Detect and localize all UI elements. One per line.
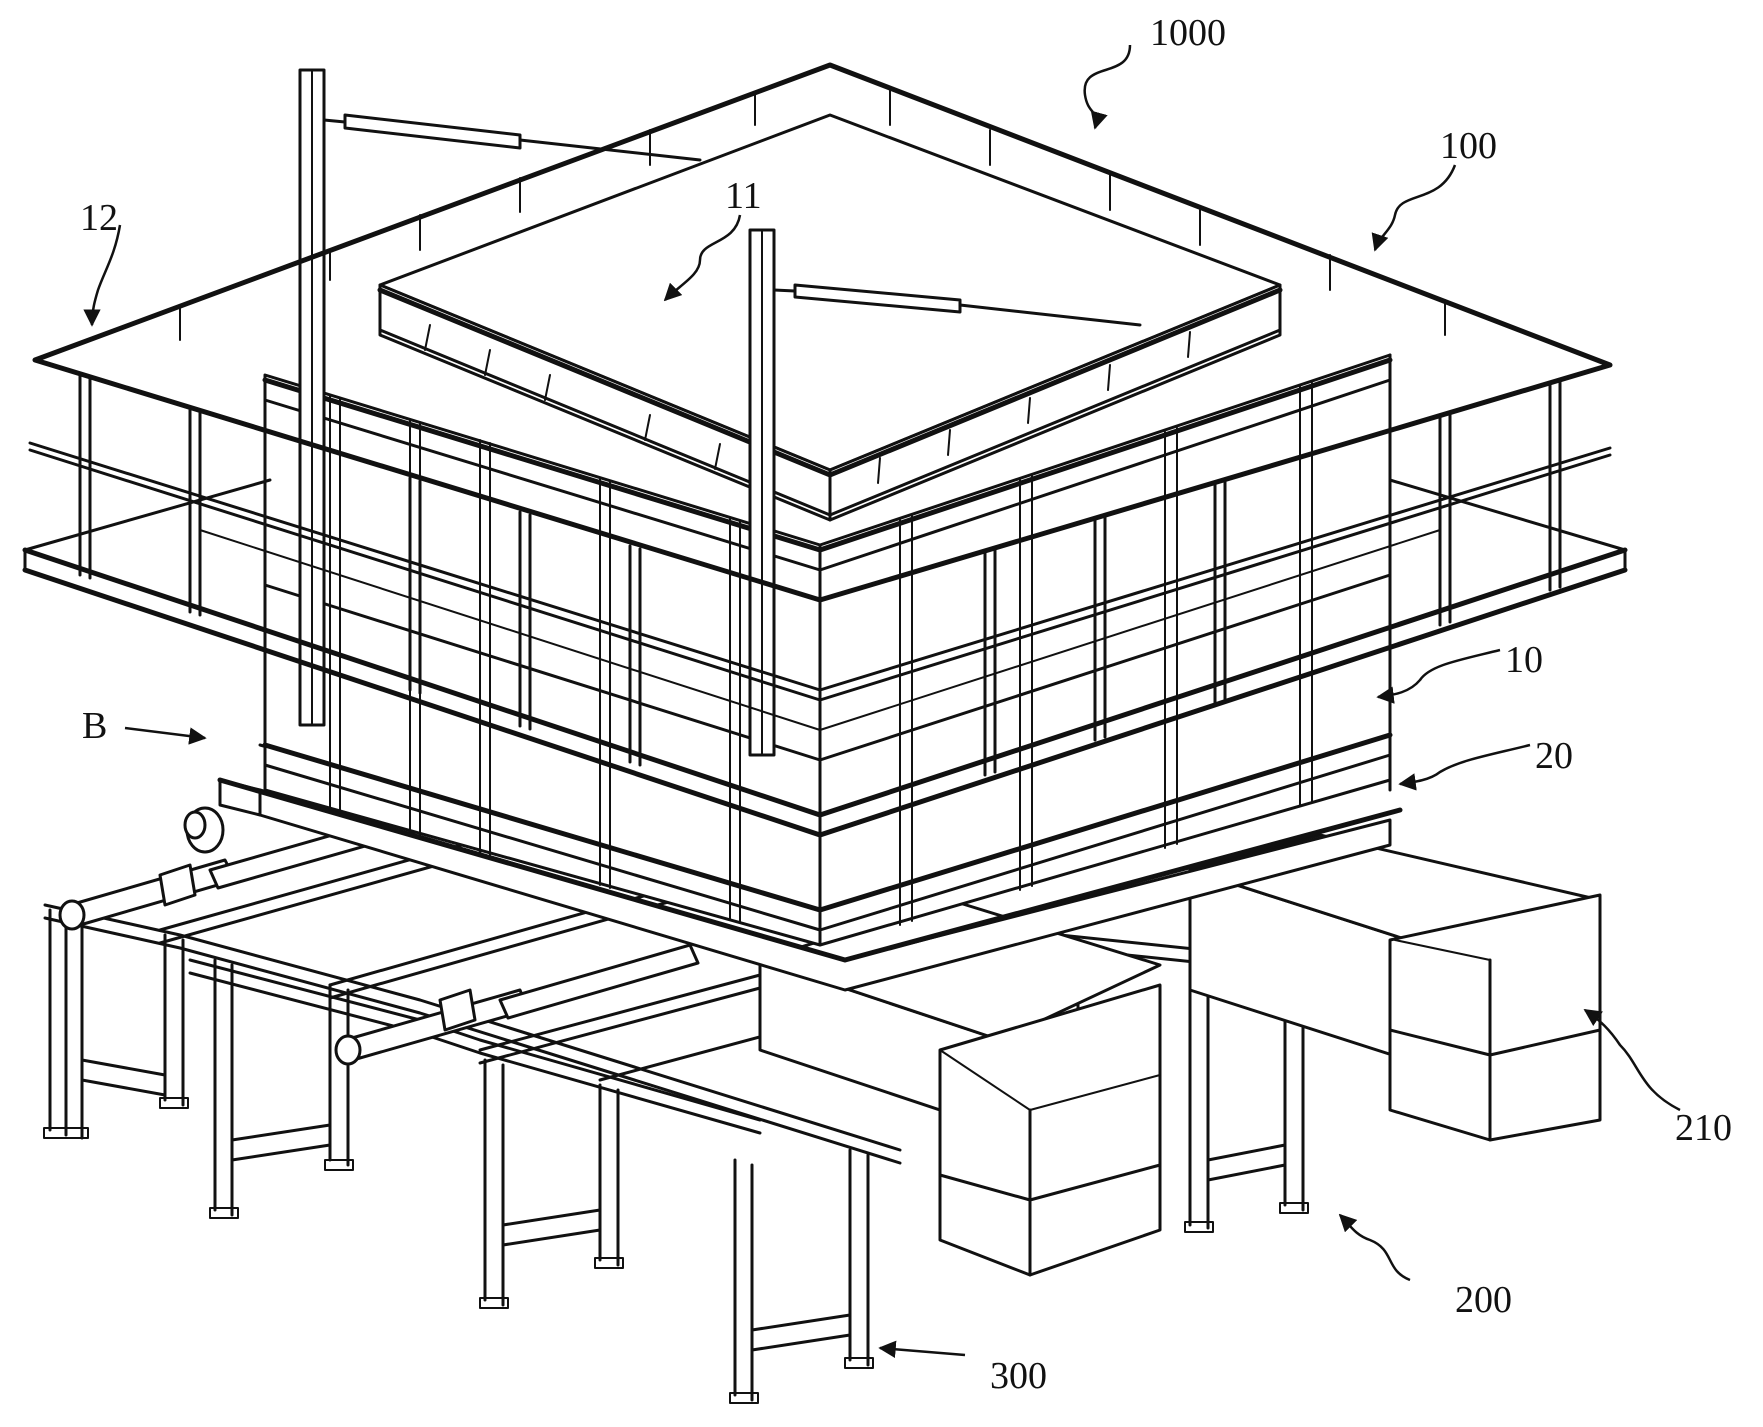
- actuator-cylinders: [58, 806, 700, 1066]
- label-20: 20: [1535, 735, 1573, 777]
- label-210: 210: [1675, 1107, 1732, 1149]
- label-300: 300: [990, 1355, 1047, 1397]
- label-10: 10: [1505, 639, 1543, 681]
- duct-assembly-200: [758, 898, 1162, 1277]
- label-B: B: [82, 705, 107, 747]
- label-100: 100: [1440, 125, 1497, 167]
- reference-labels: 1000 100 11 12 10 20 B 210 200 300: [80, 12, 1732, 1397]
- guardrail-100: [22, 62, 1628, 838]
- lifting-posts: [298, 68, 1142, 757]
- label-11: 11: [725, 175, 762, 217]
- label-1000: 1000: [1150, 12, 1226, 54]
- label-200: 200: [1455, 1279, 1512, 1321]
- label-12: 12: [80, 197, 118, 239]
- leader-lines: [83, 44, 1681, 1359]
